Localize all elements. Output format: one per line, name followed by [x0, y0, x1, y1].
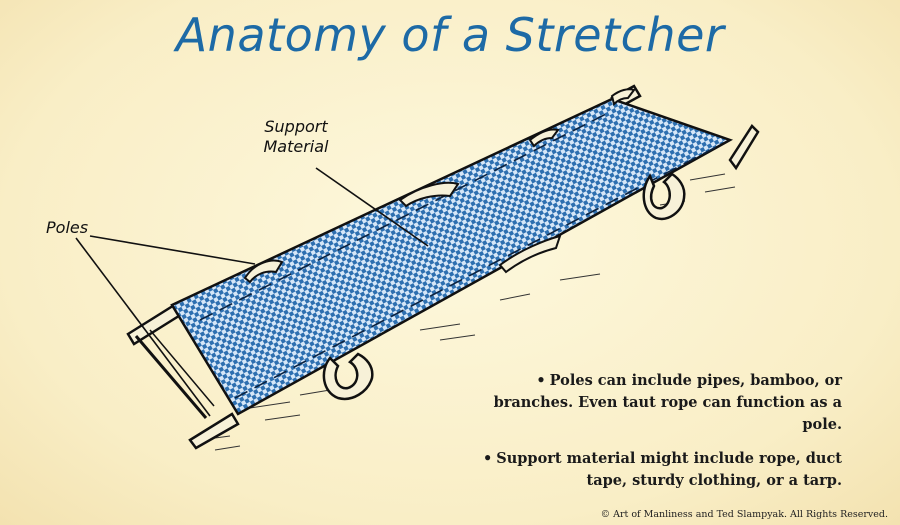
label-support-line2: Material: [263, 137, 329, 156]
copyright-credit: © Art of Manliness and Ted Slampyak. All…: [600, 509, 888, 520]
note-item: •Support material might include rope, du…: [482, 448, 842, 492]
crossbar-inner: [149, 329, 215, 407]
note-bullet: •: [536, 372, 546, 389]
crossbar: [134, 335, 208, 419]
pole-slots: [243, 88, 636, 284]
note-text: Support material might include rope, duc…: [496, 450, 842, 489]
label-support-line1: Support: [264, 117, 328, 136]
label-support-material: Support Material: [253, 117, 339, 157]
page-title: Anatomy of a Stretcher: [175, 8, 725, 62]
support-material: [170, 97, 734, 416]
pole-near: [188, 124, 760, 450]
leader-lines: [75, 167, 429, 417]
note-text: Poles can include pipes, bamboo, or bran…: [493, 372, 842, 433]
label-poles: Poles: [46, 218, 89, 237]
note-item: •Poles can include pipes, bamboo, or bra…: [482, 370, 842, 436]
note-bullet: •: [483, 450, 493, 467]
stretcher-feet: [322, 172, 686, 401]
notes-list: •Poles can include pipes, bamboo, or bra…: [482, 370, 842, 504]
